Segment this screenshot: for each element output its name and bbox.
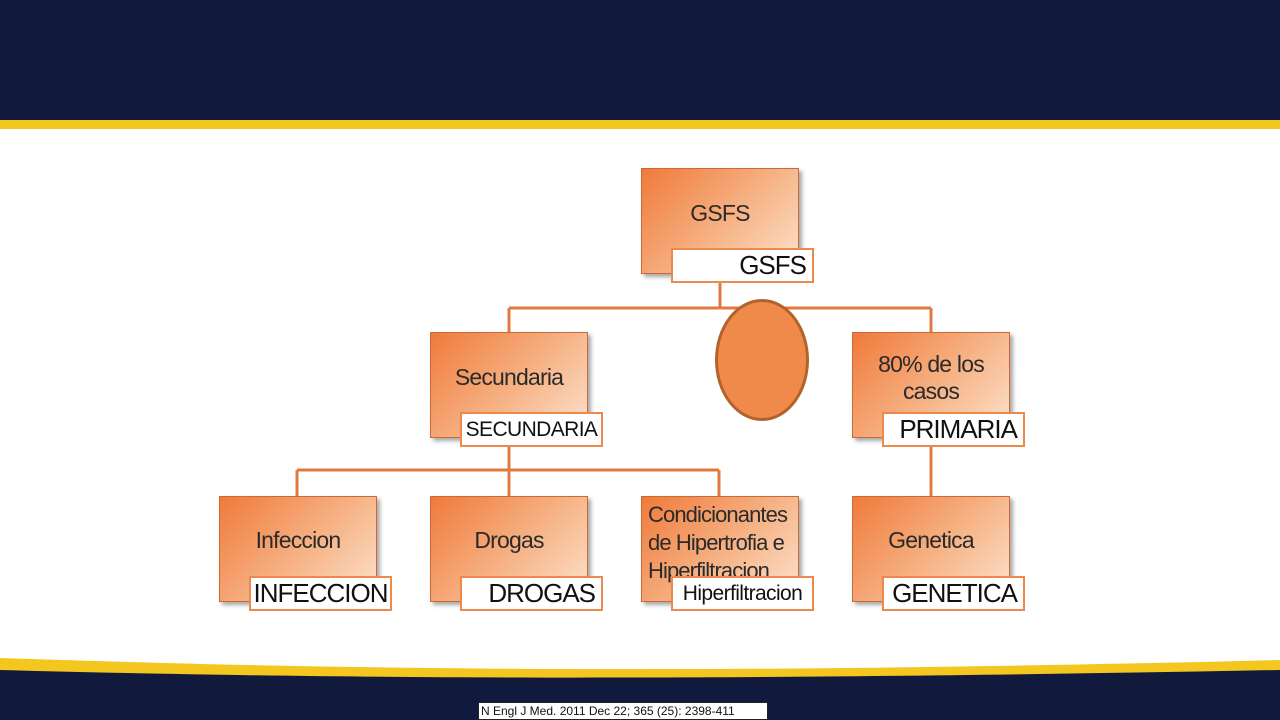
citation-text: N Engl J Med. 2011 Dec 22; 365 (25): 239… <box>478 702 768 720</box>
node-secundaria-title: Secundaria <box>454 364 564 390</box>
node-drogas-title: Drogas <box>474 527 544 553</box>
node-condicionantes-title: Condicionantes de Hipertrofia e Hiperfil… <box>648 502 788 583</box>
tag-infeccion: INFECCION <box>249 576 392 611</box>
tag-secundaria: SECUNDARIA <box>460 412 603 447</box>
header-band <box>0 0 1280 120</box>
node-primaria-title: 80% de los casos <box>878 351 985 404</box>
tag-gsfs: GSFS <box>671 248 814 283</box>
node-infeccion-title: Infeccion <box>255 527 342 553</box>
node-gsfs-title: GSFS <box>690 200 750 226</box>
tag-genetica: GENETICA <box>882 576 1025 611</box>
highlight-oval <box>715 299 809 421</box>
footer-wave <box>0 658 1280 720</box>
node-genetica-title: Genetica <box>888 527 974 553</box>
tag-primaria: PRIMARIA <box>882 412 1025 447</box>
tag-condicionantes: Hiperfiltracion <box>671 576 814 611</box>
tag-drogas: DROGAS <box>460 576 603 611</box>
header-gold-stripe <box>0 120 1280 129</box>
